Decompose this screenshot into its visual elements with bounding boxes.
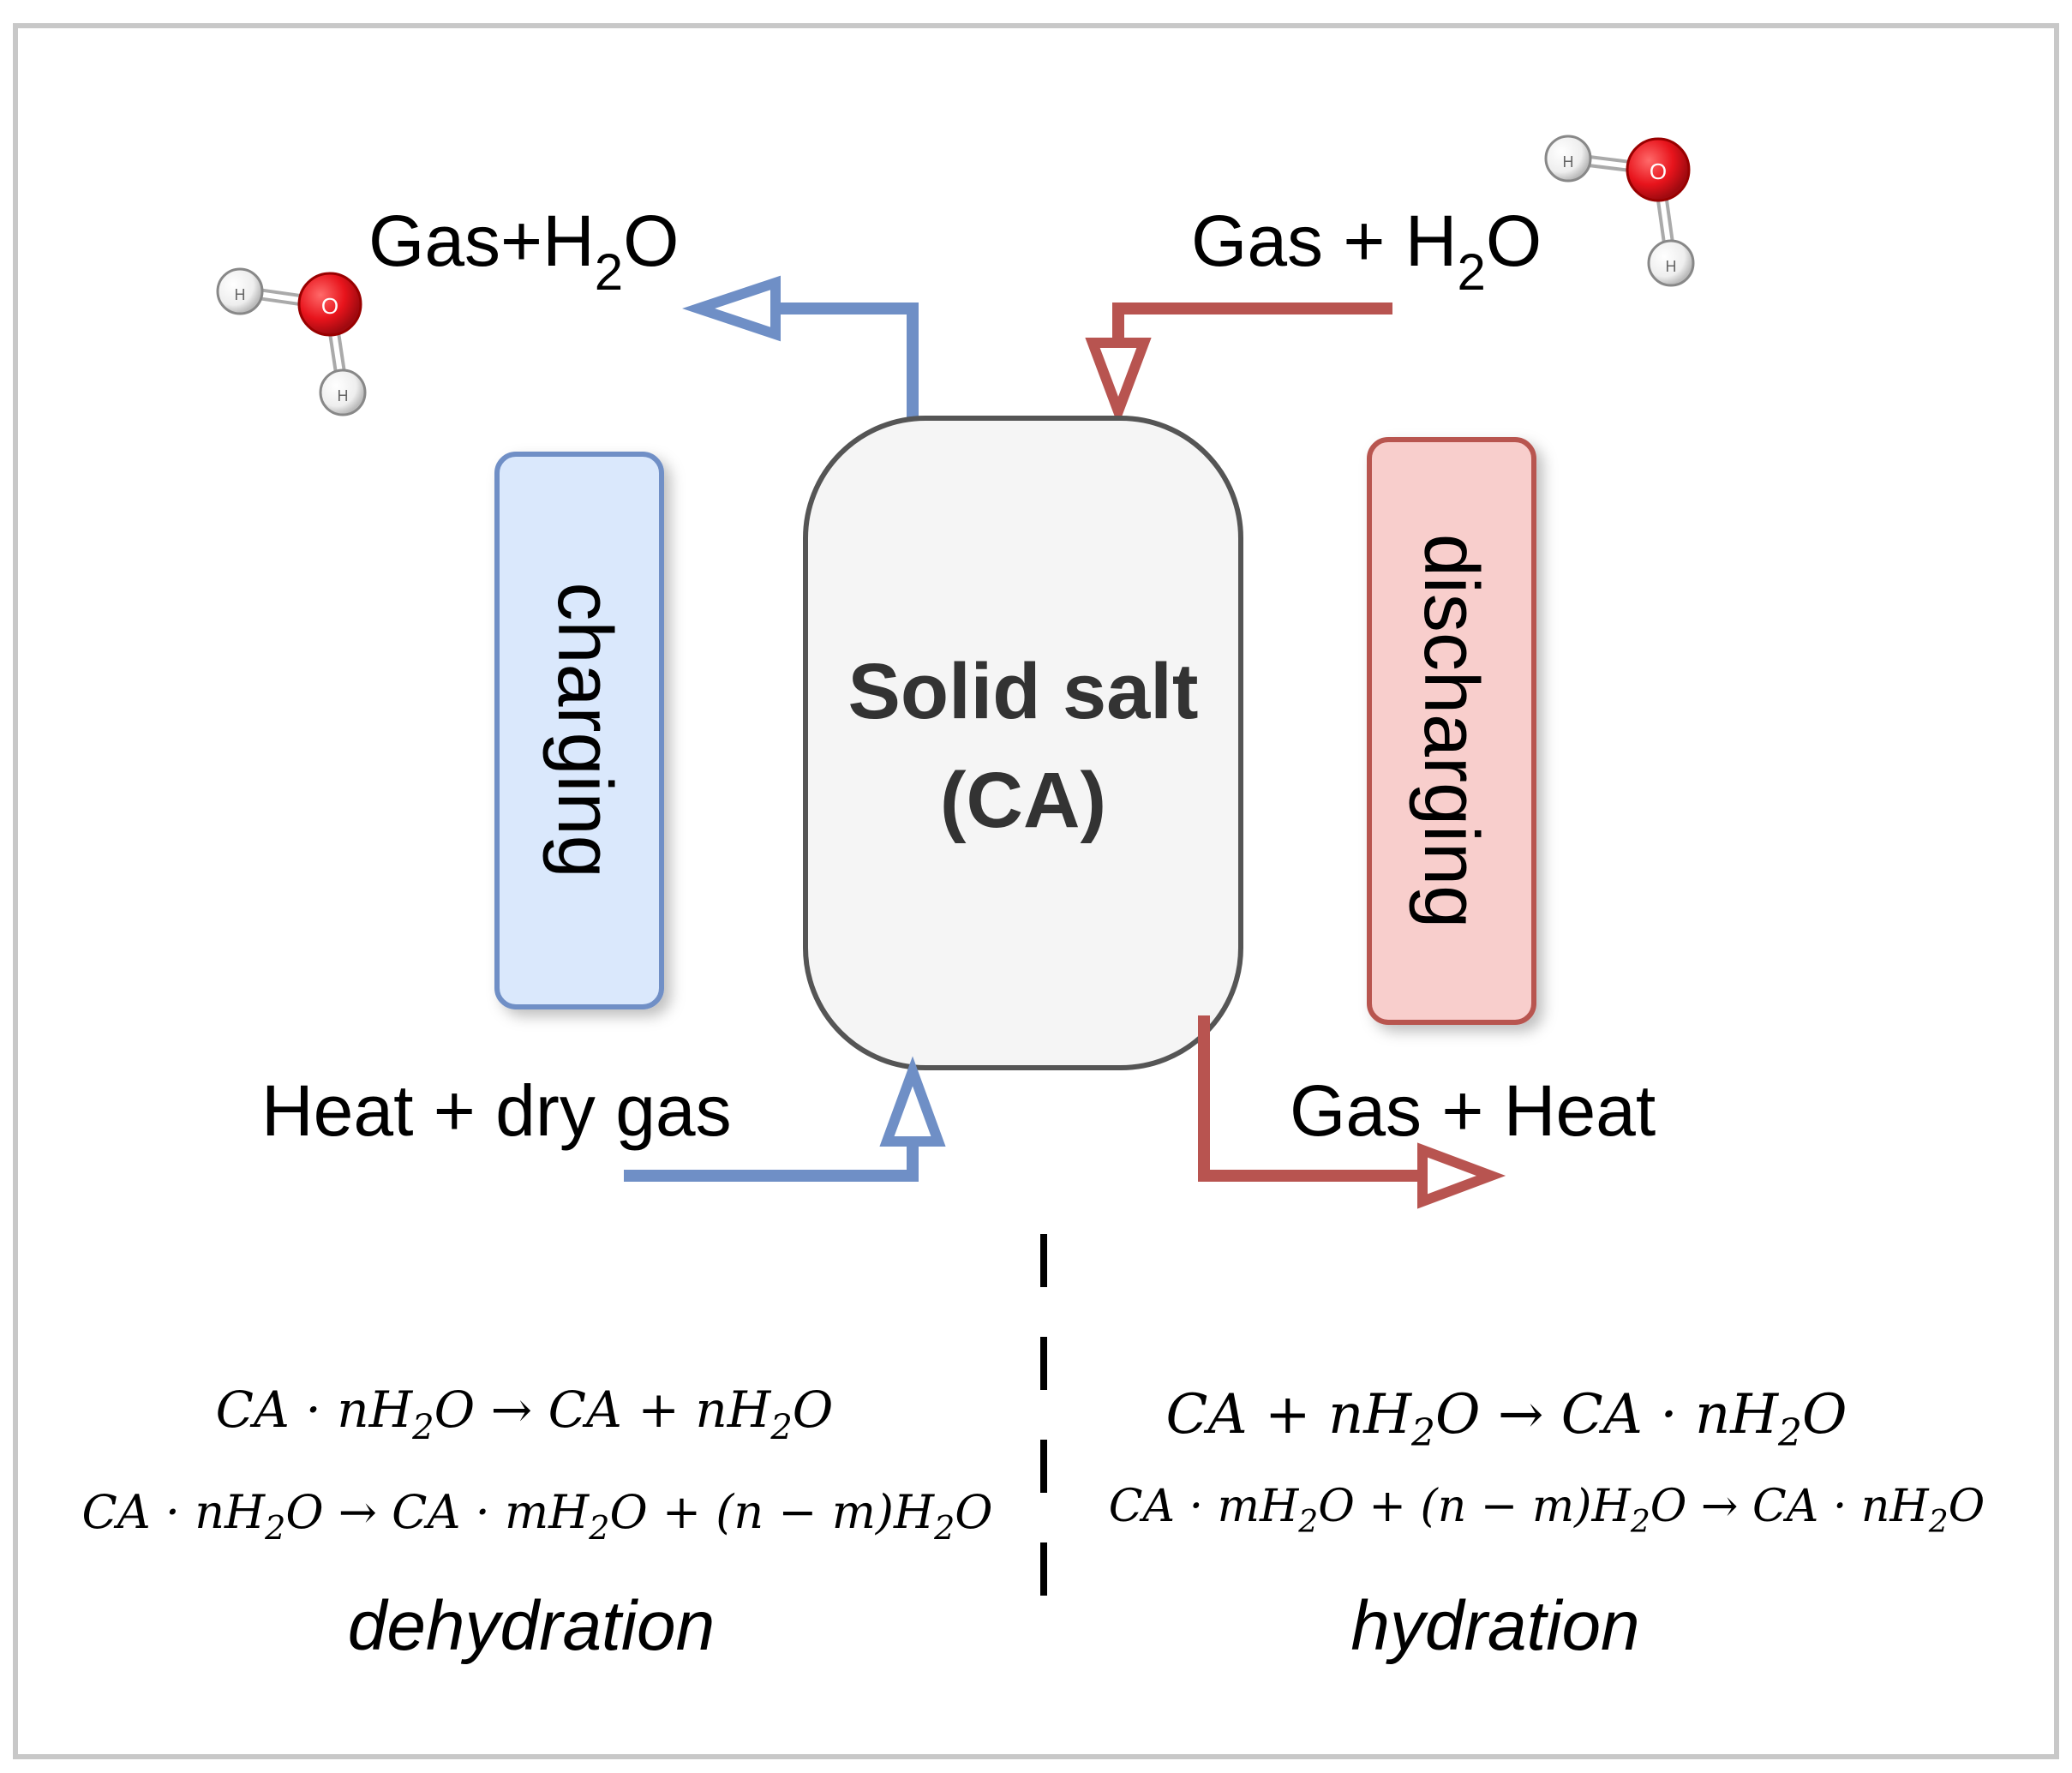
- hydrogen-atom-label: H: [338, 387, 349, 404]
- hydrogen-atom-label: H: [1666, 258, 1677, 275]
- charging-outlet-arrow: [682, 275, 919, 420]
- solid-salt-container: [803, 416, 1243, 1070]
- water-molecule-right-icon: O H H: [1544, 135, 1695, 287]
- charging-inlet-arrow: [624, 1056, 946, 1182]
- caption-dehydration: dehydration: [348, 1587, 716, 1665]
- label-heat-dry-gas: Heat + dry gas: [261, 1070, 732, 1151]
- hydrogen-atom-label: H: [1563, 153, 1574, 171]
- salt-title: Solid salt: [848, 648, 1199, 735]
- water-molecule-left-icon: O H H: [216, 267, 367, 416]
- label-gas-h2o-in: Gas + H2O: [1191, 201, 1542, 301]
- hydration-equation-2: CA · mH2O + (n − m)H2O → CA · nH2O: [1109, 1481, 1985, 1540]
- oxygen-atom-label: O: [321, 293, 338, 319]
- charging-label: charging: [542, 582, 627, 878]
- discharging-outlet-arrow: [1198, 1015, 1506, 1209]
- hydration-equation-1: CA + nH2O → CA · nH2O: [1165, 1383, 1847, 1455]
- salt-formula: (CA): [940, 757, 1106, 844]
- label-gas-heat: Gas + Heat: [1290, 1070, 1656, 1151]
- oxygen-atom-label: O: [1650, 159, 1667, 184]
- caption-hydration: hydration: [1350, 1587, 1639, 1665]
- dehydration-equation-2: CA · nH2O → CA · mH2O + (n − m)H2O: [81, 1485, 992, 1547]
- hydrogen-atom-label: H: [235, 286, 246, 303]
- charging-box: [494, 452, 664, 1009]
- discharging-label: discharging: [1408, 534, 1494, 928]
- discharging-inlet-arrow: [1085, 302, 1392, 427]
- label-gas-h2o-out: Gas+H2O: [368, 201, 680, 301]
- dehydration-equation-1: CA · nH2O → CA + nH2O: [216, 1381, 834, 1447]
- discharging-box: [1367, 437, 1536, 1025]
